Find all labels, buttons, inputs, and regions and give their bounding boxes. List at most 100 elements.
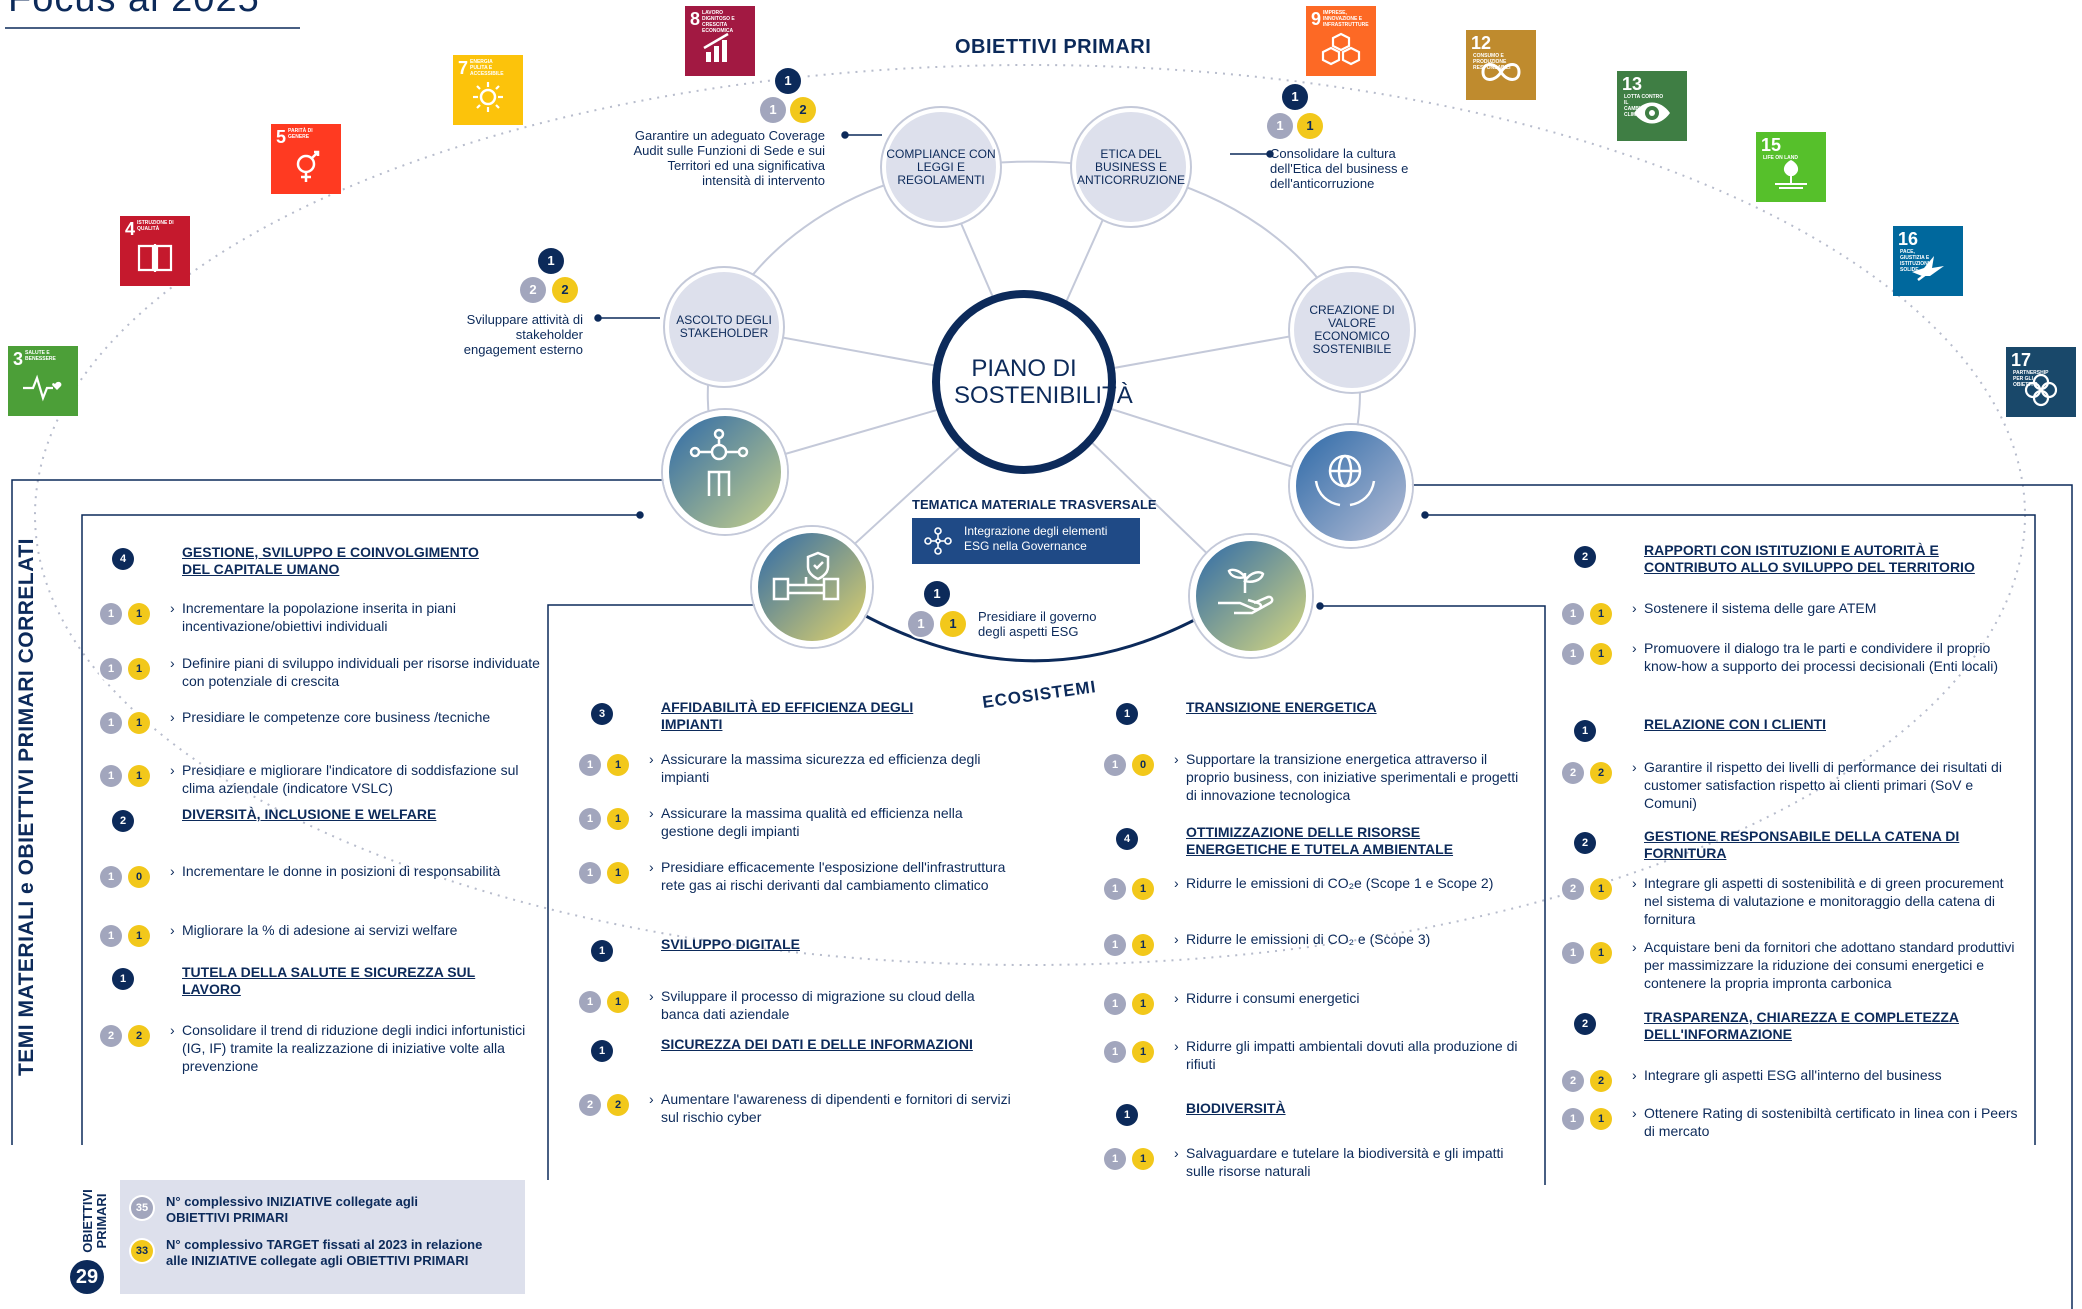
item-initiatives: 1 (1104, 754, 1126, 776)
sdg-label: PACE, GIUSTIZIA E ISTITUZIONI SOLIDE (1900, 249, 1930, 273)
item-initiatives: 1 (100, 925, 122, 947)
hub-node-compliance: COMPLIANCE CON LEGGI E REGOLAMENTI (882, 108, 1000, 226)
legend-total: 29 (70, 1260, 104, 1294)
section-count: 1 (591, 1040, 613, 1062)
section-count: 1 (1116, 1104, 1138, 1126)
sdg-17-tile: 17PARTNERSHIP PER GLI OBIETTIVI (2006, 347, 2076, 417)
callout-initiatives: 2 (520, 277, 546, 303)
item-targets: 1 (1132, 934, 1154, 956)
item-initiatives: 1 (100, 603, 122, 625)
objective-item: Incrementare le donne in posizioni di re… (170, 862, 542, 880)
gender-icon (296, 150, 320, 182)
transversal-initiatives: 1 (908, 611, 934, 637)
item-initiatives: 1 (1104, 934, 1126, 956)
sdg-label: LAVORO DIGNITOSO E CRESCITA ECONOMICA (702, 10, 735, 34)
growth-chart-icon (703, 32, 729, 62)
objective-item: Integrare gli aspetti ESG all'interno de… (1632, 1066, 2024, 1084)
callout-count: 1 (775, 68, 801, 94)
section-count: 1 (112, 968, 134, 990)
section-heading: GESTIONE, SVILUPPO E COINVOLGIMENTO DEL … (182, 544, 479, 577)
people-network-icon (689, 428, 749, 496)
callout-initiatives: 1 (760, 97, 786, 123)
governance-network-icon (924, 527, 952, 555)
section-heading: BIODIVERSITÀ (1186, 1100, 1286, 1116)
objective-item: Garantire il rispetto dei livelli di per… (1632, 758, 2024, 812)
item-targets: 1 (607, 754, 629, 776)
callout-text: Sviluppare attività di stakeholder engag… (463, 312, 583, 357)
hub-node-label: COMPLIANCE CON LEGGI E REGOLAMENTI (886, 146, 996, 187)
item-initiatives: 2 (1562, 878, 1584, 900)
item-initiatives: 1 (100, 658, 122, 680)
item-initiatives: 1 (1104, 1148, 1126, 1170)
sdg-label: CONSUMO E PRODUZIONE RESPONSABILI (1473, 53, 1511, 71)
sdg-label: LIFE ON LAND (1763, 155, 1798, 161)
item-initiatives: 1 (100, 712, 122, 734)
sdg-12-tile: 12CONSUMO E PRODUZIONE RESPONSABILI (1466, 30, 1536, 100)
item-targets: 1 (128, 712, 150, 734)
item-targets: 1 (128, 765, 150, 787)
objective-item: Supportare la transizione energetica att… (1174, 750, 1526, 804)
item-targets: 1 (1132, 878, 1154, 900)
item-targets: 1 (1590, 603, 1612, 625)
sdg-number: 5 (276, 127, 287, 147)
callout-text: Consolidare la cultura dell'Etica del bu… (1270, 146, 1409, 191)
item-initiatives: 1 (100, 765, 122, 787)
item-targets: 1 (607, 862, 629, 884)
sdg-15-tile: 15LIFE ON LAND (1756, 132, 1826, 202)
callout-initiatives: 1 (1267, 113, 1293, 139)
item-targets: 2 (128, 1025, 150, 1047)
plan-title: PIANO DI SOSTENIBILITÀ (954, 355, 1133, 409)
territory-circle (1290, 425, 1412, 547)
objective-item: Sostenere il sistema delle gare ATEM (1632, 599, 2024, 617)
objective-item: Presidiare le competenze core business /… (170, 708, 542, 726)
section-count: 4 (112, 548, 134, 570)
item-targets: 1 (1132, 1041, 1154, 1063)
section-heading: TRANSIZIONE ENERGETICA (1186, 699, 1377, 715)
item-targets: 1 (1590, 942, 1612, 964)
section-heading: TRASPARENZA, CHIAREZZA E COMPLETEZZA DEL… (1644, 1009, 1959, 1042)
objective-item: Incrementare la popolazione inserita in … (170, 599, 542, 635)
section-heading: RAPPORTI CON ISTITUZIONI E AUTORITÀ E CO… (1644, 542, 1975, 575)
objective-item: Assicurare la massima sicurezza ed effic… (649, 750, 1016, 786)
objective-item: Migliorare la % di adesione ai servizi w… (170, 921, 542, 939)
infrastructure-circle (752, 527, 872, 647)
section-heading: DIVERSITÀ, INCLUSIONE E WELFARE (182, 806, 437, 822)
objective-item: Presidiare e migliorare l'indicatore di … (170, 761, 542, 797)
section-heading: OTTIMIZZAZIONE DELLE RISORSE ENERGETICHE… (1186, 824, 1454, 857)
sdg-number: 17 (2011, 350, 2032, 370)
legend (120, 1180, 525, 1294)
item-initiatives: 2 (579, 1094, 601, 1116)
transversal-text: Presidiare il governo degli aspetti ESG (978, 609, 1097, 639)
objective-item: Sviluppare il processo di migrazione su … (649, 987, 1016, 1023)
sdg-16-tile: 16PACE, GIUSTIZIA E ISTITUZIONI SOLIDE (1893, 226, 1963, 296)
item-initiatives: 1 (579, 754, 601, 776)
hub-node-label: ASCOLTO DEGLI STAKEHOLDER (676, 313, 772, 340)
sdg-label: PARTNERSHIP PER GLI OBIETTIVI (2013, 370, 2049, 388)
item-initiatives: 1 (579, 991, 601, 1013)
item-initiatives: 2 (1562, 1070, 1584, 1092)
section-heading: SVILUPPO DIGITALE (661, 936, 800, 952)
item-initiatives: 1 (1562, 603, 1584, 625)
sdg-label: ENERGIA PULITA E ACCESSIBILE (470, 59, 504, 77)
item-targets: 1 (1590, 643, 1612, 665)
vertical-title: TEMI MATERIALI e OBIETTIVI PRIMARI CORRE… (15, 537, 38, 1077)
rings-icon (2024, 373, 2058, 407)
item-initiatives: 1 (579, 808, 601, 830)
tree-icon (1775, 160, 1807, 189)
sdg-number: 16 (1898, 229, 1919, 249)
legend-targets-dot: 33 (131, 1240, 153, 1262)
legend-initiatives-dot: 35 (131, 1197, 153, 1219)
legend-initiatives-text: N° complessivo INIZIATIVE collegate agli… (166, 1194, 419, 1225)
objective-item: Integrare gli aspetti di sostenibilità e… (1632, 874, 2024, 928)
item-targets: 1 (1132, 1148, 1154, 1170)
callout-count: 1 (538, 248, 564, 274)
book-icon (137, 244, 173, 272)
sdg-number: 13 (1622, 74, 1643, 94)
item-targets: 1 (607, 808, 629, 830)
primary-goals-title: OBIETTIVI PRIMARI (955, 36, 1152, 58)
legend-targets-text: N° complessivo TARGET fissati al 2023 in… (166, 1237, 483, 1268)
callout-count: 1 (1282, 84, 1308, 110)
